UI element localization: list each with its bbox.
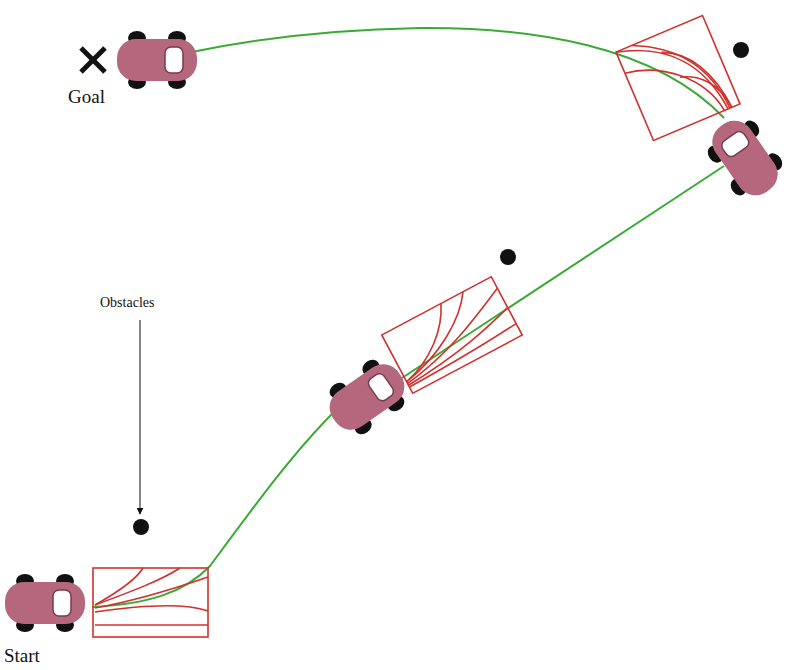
- candidate-curve: [632, 20, 730, 134]
- obstacle-dot: [733, 42, 749, 58]
- cross-stroke: [81, 48, 105, 72]
- goal-cross: [81, 48, 105, 72]
- window-frame: [616, 15, 740, 140]
- candidate-curve: [95, 624, 208, 626]
- car: [117, 31, 197, 89]
- window-frame: [93, 568, 208, 637]
- trajectory-window: [382, 277, 522, 393]
- car: [698, 109, 791, 208]
- candidate-curve: [95, 577, 208, 608]
- obstacle-group: [133, 42, 749, 535]
- candidate-curve: [625, 43, 724, 140]
- car: [5, 574, 85, 632]
- text-label: Goal: [68, 87, 105, 108]
- obstacle-dot: [500, 249, 516, 265]
- candidate-curve: [662, 36, 732, 125]
- window-frame: [382, 277, 522, 393]
- candidate-curve: [95, 568, 180, 605]
- trajectory-window: [93, 568, 208, 637]
- candidate-curve: [616, 21, 728, 141]
- text-label: Start: [4, 646, 40, 667]
- path-segment: [192, 28, 724, 118]
- candidate-curve: [95, 606, 208, 612]
- cross-stroke: [81, 48, 105, 72]
- candidate-curve: [407, 324, 519, 388]
- text-label: Obstacles: [100, 295, 154, 310]
- car: [318, 350, 417, 443]
- obstacle-dot: [133, 519, 149, 535]
- path-segment: [92, 408, 338, 607]
- candidate-curve: [398, 308, 518, 386]
- trajectory-window: [616, 15, 740, 140]
- leader-arrow: [140, 320, 141, 514]
- planned-path: [92, 28, 724, 607]
